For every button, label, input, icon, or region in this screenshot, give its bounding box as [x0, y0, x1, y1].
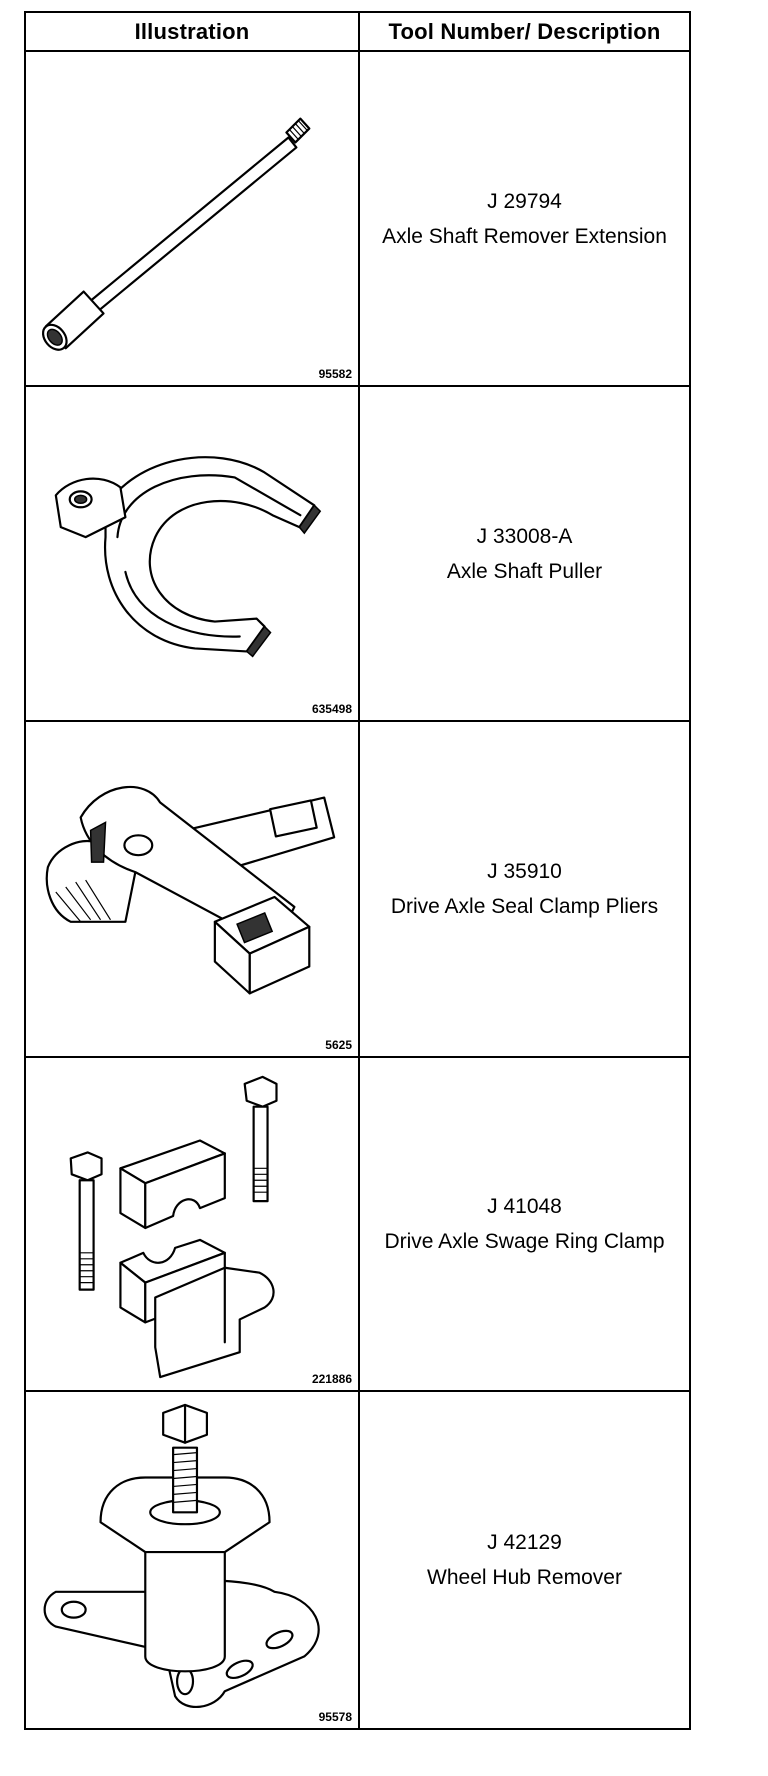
tool-description-cell: J 41048 Drive Axle Swage Ring Clamp — [358, 1056, 691, 1392]
tool-description-cell: J 29794 Axle Shaft Remover Extension — [358, 50, 691, 387]
axle-shaft-puller-illustration — [54, 456, 322, 658]
illustration-cell: 95582 — [24, 50, 360, 387]
tool-description-cell: J 35910 Drive Axle Seal Clamp Pliers — [358, 720, 691, 1058]
axle-shaft-remover-extension-illustration — [41, 117, 311, 351]
table-header-row: Illustration Tool Number/ Description — [24, 11, 691, 52]
seal-clamp-pliers-illustration — [45, 786, 336, 995]
figure-number: 221886 — [311, 1372, 352, 1386]
illustration-cell: 5625 — [24, 720, 360, 1058]
table-row: 95582 J 29794 Axle Shaft Remover Extensi… — [24, 50, 691, 387]
table-row: 221886 J 41048 Drive Axle Swage Ring Cla… — [24, 1056, 691, 1392]
tool-description: Axle Shaft Remover Extension — [382, 224, 667, 248]
tool-number: J 29794 — [487, 189, 562, 213]
table-row: 95578 J 42129 Wheel Hub Remover — [24, 1390, 691, 1730]
tool-description: Axle Shaft Puller — [446, 559, 603, 583]
illustration-cell: 95578 — [24, 1390, 360, 1730]
illustration-cell: 221886 — [24, 1056, 360, 1392]
illustration-column-header: Illustration — [24, 11, 360, 52]
wheel-hub-remover-illustration — [43, 1403, 320, 1709]
tool-number: J 41048 — [487, 1195, 562, 1218]
tool-description: Wheel Hub Remover — [427, 1566, 622, 1589]
figure-number: 5625 — [325, 1038, 352, 1052]
tool-description-cell: J 42129 Wheel Hub Remover — [358, 1390, 691, 1730]
tool-description: Drive Axle Swage Ring Clamp — [384, 1230, 665, 1253]
tool-number: J 35910 — [487, 860, 562, 883]
tool-number: J 33008-A — [476, 524, 573, 548]
tool-description-cell: J 33008-A Axle Shaft Puller — [358, 385, 691, 722]
table-row: 5625 J 35910 Drive Axle Seal Clamp Plier… — [24, 720, 691, 1058]
tool-number: J 42129 — [487, 1531, 562, 1554]
special-tools-table: Illustration Tool Number/ Description 95… — [24, 11, 691, 1730]
figure-number: 95582 — [318, 367, 352, 381]
special-tools-sheet: Illustration Tool Number/ Description 95… — [24, 11, 691, 1744]
figure-number: 95578 — [318, 1710, 352, 1724]
illustration-cell: 635498 — [24, 385, 360, 722]
tool-column-header: Tool Number/ Description — [358, 11, 691, 52]
figure-number: 635498 — [311, 702, 352, 716]
swage-ring-clamp-illustration — [69, 1075, 278, 1379]
tool-description: Drive Axle Seal Clamp Pliers — [390, 895, 659, 918]
table-row: 635498 J 33008-A Axle Shaft Puller — [24, 385, 691, 722]
